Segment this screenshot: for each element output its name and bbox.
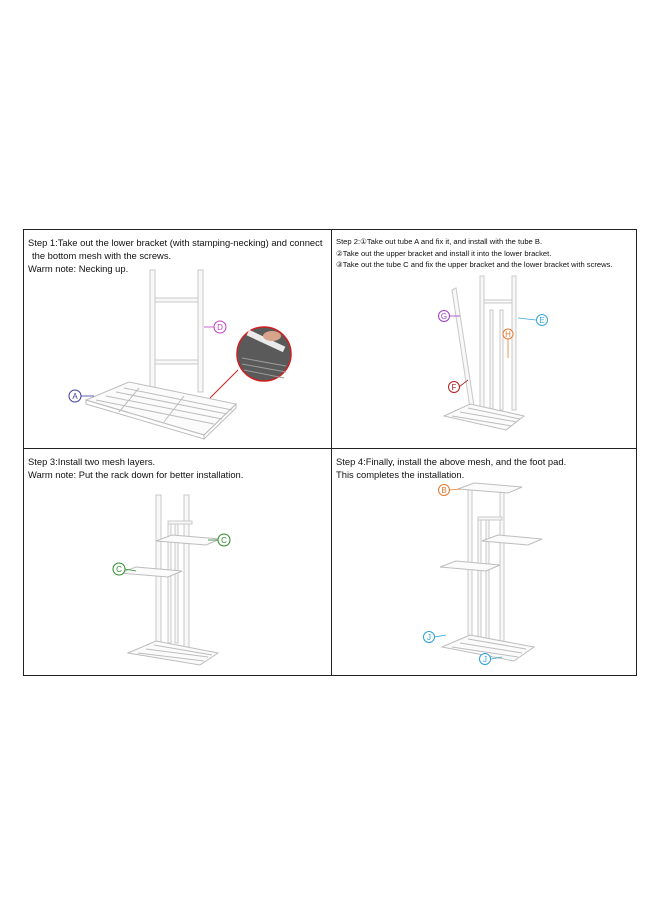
- svg-text:D: D: [217, 323, 223, 332]
- detail-zoom-circle: [236, 326, 292, 382]
- step-2-text: Step 2:①Take out tube A and fix it, and …: [336, 236, 635, 271]
- svg-text:C: C: [221, 536, 227, 545]
- step-2-illustration: G E H F: [438, 275, 548, 431]
- step-2-line-3: ③Take out the tube C and fix the upper b…: [336, 260, 613, 269]
- svg-text:J: J: [483, 655, 487, 664]
- step-3-text: Step 3:Install two mesh layers. Warm not…: [28, 455, 329, 481]
- step-3-illustration: C C: [112, 494, 231, 666]
- label-e-marker: E: [517, 314, 548, 326]
- step-4-panel: Step 4:Finally, install the above mesh, …: [332, 449, 637, 676]
- svg-text:B: B: [441, 486, 446, 495]
- step-3-line-2: Warm note: Put the rack down for better …: [28, 469, 244, 480]
- svg-text:A: A: [72, 392, 78, 401]
- step-1-line-2: the bottom mesh with the screws.: [32, 250, 172, 261]
- label-a-marker: A: [68, 389, 94, 403]
- label-d-marker: D: [204, 320, 227, 334]
- label-j-bottom-marker: J: [479, 653, 503, 665]
- step-1-illustration: A D: [68, 269, 292, 441]
- label-j-left-marker: J: [423, 631, 447, 643]
- step-4-line-1: Step 4:Finally, install the above mesh, …: [336, 456, 567, 467]
- step-1-text: Step 1:Take out the lower bracket (with …: [28, 236, 329, 275]
- step-2-panel: Step 2:①Take out tube A and fix it, and …: [332, 230, 637, 448]
- instruction-sheet: Step 1:Take out the lower bracket (with …: [23, 229, 637, 676]
- step-2-line-2: ②Take out the upper bracket and install …: [336, 248, 552, 258]
- svg-text:C: C: [116, 565, 122, 574]
- svg-text:J: J: [427, 633, 431, 642]
- step-3-line-1: Step 3:Install two mesh layers.: [28, 456, 156, 467]
- step-1-line-1: Step 1:Take out the lower bracket (with …: [28, 237, 323, 248]
- step-1-panel: Step 1:Take out the lower bracket (with …: [24, 230, 331, 448]
- step-2-line-1: Step 2:①Take out tube A and fix it, and …: [336, 237, 543, 246]
- svg-text:G: G: [441, 312, 447, 321]
- step-3-panel: Step 3:Install two mesh layers. Warm not…: [24, 449, 331, 676]
- step-4-text: Step 4:Finally, install the above mesh, …: [336, 455, 635, 481]
- svg-text:H: H: [505, 330, 511, 339]
- label-f-marker: F: [448, 379, 469, 393]
- label-g-marker: G: [438, 310, 460, 322]
- step-4-line-2: This completes the installation.: [336, 469, 465, 480]
- grid-divider-vertical: [331, 230, 332, 675]
- svg-text:E: E: [539, 316, 544, 325]
- label-c-upper-marker: C: [208, 533, 231, 547]
- step-1-line-3: Warm note: Necking up.: [28, 263, 129, 274]
- grid-divider-horizontal: [24, 448, 636, 449]
- label-c-lower-marker: C: [112, 562, 137, 576]
- label-b-marker: B: [438, 484, 461, 496]
- step-4-illustration: B J J: [423, 482, 543, 665]
- label-h-marker: H: [502, 328, 514, 358]
- svg-text:F: F: [452, 383, 457, 392]
